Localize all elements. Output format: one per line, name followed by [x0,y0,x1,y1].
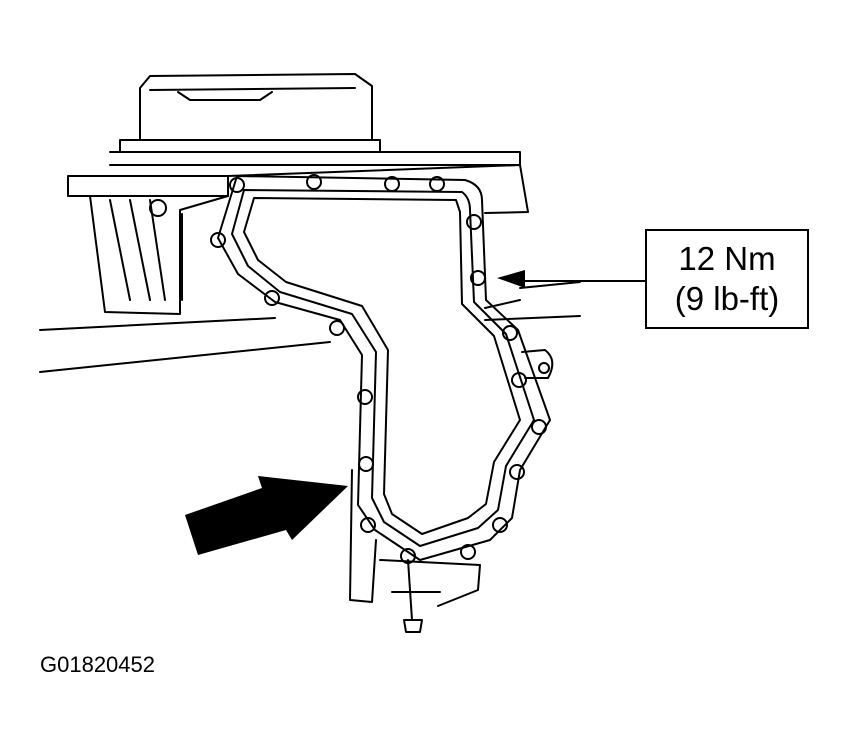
bolt [509,464,525,480]
figure-id: G01820452 [40,652,155,677]
bolt [360,517,376,533]
torque-value-nm: 12 Nm [678,240,776,277]
bolt [229,177,245,193]
bolt [306,174,322,190]
mounting-tab [521,349,554,379]
bolt [492,517,508,533]
bolt [400,548,416,564]
torque-leader-arrow-icon [497,270,525,288]
bolt [460,544,476,560]
bolt [358,456,374,472]
bolt [531,419,547,435]
bolt [357,389,373,405]
bolt [470,270,486,286]
drain-area [349,469,481,633]
bolt [264,290,280,306]
mount-boss [149,199,167,217]
bolt [429,176,445,192]
bolt-set [210,174,547,564]
bolt [210,232,226,248]
bolt [384,176,400,192]
bolt [511,372,527,388]
bolt [466,214,482,230]
transmission-housing [39,164,581,373]
oil-pan-gasket [217,175,551,561]
valve-body-cover [109,73,521,166]
bolt [329,320,345,336]
bolt [502,325,518,341]
torque-callout: 12 Nm (9 lb-ft) [645,229,809,329]
view-direction-arrow-icon [185,476,348,555]
torque-value-lbft: (9 lb-ft) [674,280,780,317]
